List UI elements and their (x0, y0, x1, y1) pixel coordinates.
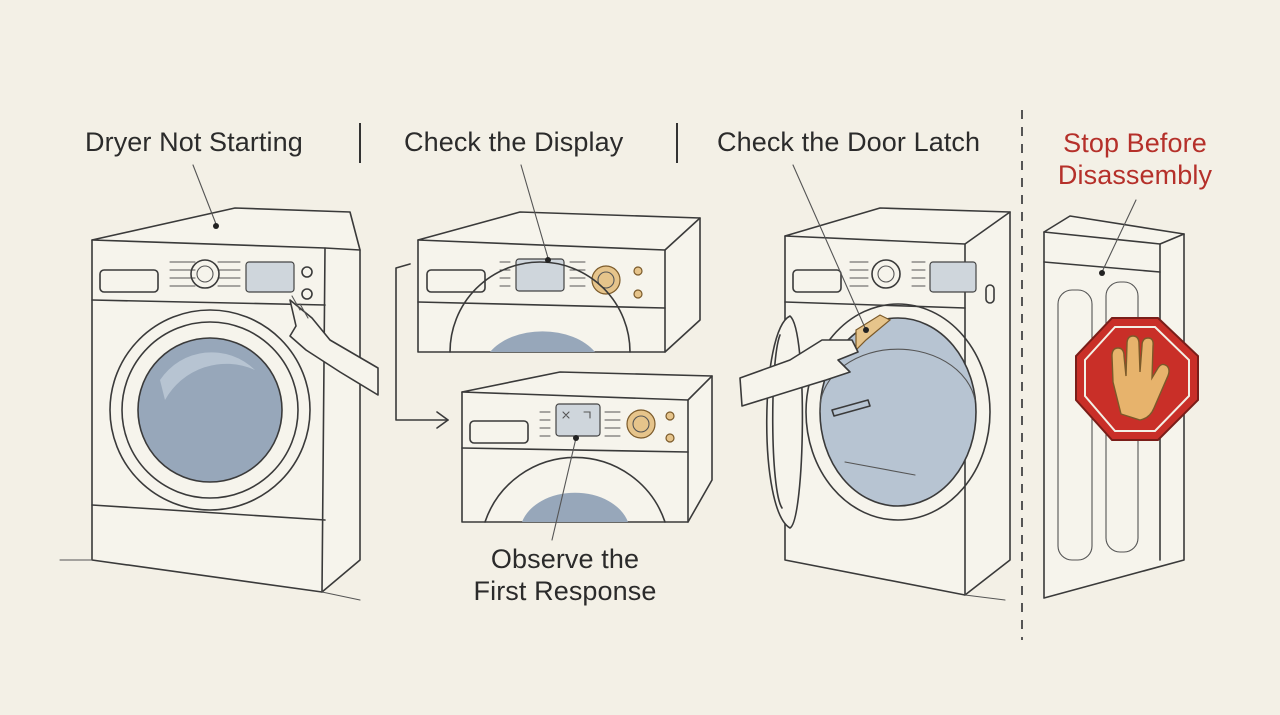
label-check-door-latch: Check the Door Latch (717, 127, 981, 157)
drum (805, 303, 991, 521)
display-1 (245, 261, 295, 293)
arrow-icon (395, 263, 449, 421)
stop-line-1: Stop Before (1063, 128, 1207, 158)
label-check-display: Check the Display (404, 127, 624, 157)
observe-line-2: First Response (473, 576, 657, 606)
detergent-drawer (99, 269, 159, 293)
display-2 (515, 258, 565, 292)
dryer-2-bottom (461, 371, 713, 541)
door-1 (109, 309, 311, 511)
dial-1 (190, 259, 220, 289)
label-dryer-not-starting: Dryer Not Starting (85, 127, 303, 157)
dryer-3 (739, 164, 1011, 601)
label-observe-first-response: Observe the First Response (460, 543, 670, 607)
hand-pressing (289, 299, 379, 396)
dryer-4 (1043, 199, 1199, 599)
display-3 (555, 403, 601, 437)
dryer-1 (59, 164, 379, 601)
stop-line-2: Disassembly (1057, 160, 1213, 190)
hand-latch (739, 339, 859, 407)
hand-icon (1111, 335, 1170, 421)
observe-line-1: Observe the (490, 544, 640, 574)
label-stop-before-disassembly: Stop Before Disassembly (1040, 127, 1230, 191)
dryer-2-top (417, 164, 701, 353)
display-4 (929, 261, 977, 293)
